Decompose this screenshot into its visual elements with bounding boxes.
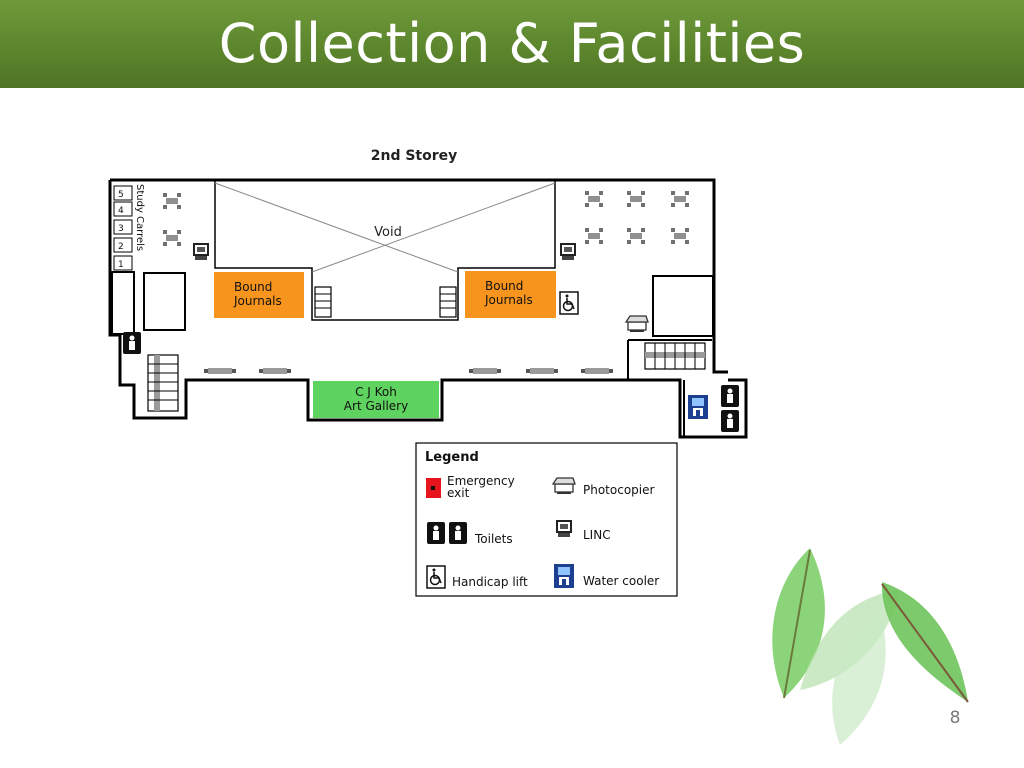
- study-carrels: 5 4 3 2 1 Study Carrels: [113, 184, 145, 271]
- legend-water-cooler-icon: [554, 564, 574, 588]
- legend-toilets: Toilets: [474, 532, 513, 546]
- legend-linc: LINC: [583, 528, 611, 542]
- legend-linc-icon: [556, 520, 572, 538]
- toilet-icon: [721, 410, 739, 432]
- slide-title: Collection & Facilities: [218, 12, 806, 75]
- svg-text:Journals: Journals: [484, 293, 533, 307]
- carrel-number: 3: [118, 224, 124, 234]
- art-gallery: C J Koh Art Gallery: [313, 381, 439, 418]
- legend-toilet-icon: [449, 522, 467, 544]
- water-cooler-icon: [688, 395, 708, 419]
- legend-title: Legend: [425, 450, 479, 465]
- desk-icon: [585, 228, 603, 244]
- legend-emergency-2: exit: [447, 486, 470, 500]
- desk-icon: [627, 228, 645, 244]
- svg-text:Journals: Journals: [233, 294, 282, 308]
- slide-number: 8: [949, 708, 961, 728]
- legend-toilet-icon: [427, 522, 445, 544]
- toilet-icon: [123, 332, 141, 354]
- void-area: Void: [214, 180, 556, 321]
- void-label: Void: [374, 225, 402, 240]
- linc-computer-icon: [560, 243, 576, 261]
- desk-icon: [627, 191, 645, 207]
- bench-icon: [259, 368, 291, 374]
- desk-icon: [585, 191, 603, 207]
- floor-title: 2nd Storey: [371, 148, 458, 164]
- linc-computer-icon: [193, 243, 209, 261]
- carrel-number: 5: [118, 190, 124, 200]
- handicap-lift-icon: [559, 291, 579, 315]
- carrel-number: 2: [118, 242, 124, 252]
- legend-handicap-lift: Handicap lift: [452, 575, 528, 589]
- escalator-left: [314, 286, 332, 318]
- toilet-icon: [721, 385, 739, 407]
- legend-photocopier: Photocopier: [583, 483, 655, 497]
- legend-emergency: Emergency: [447, 474, 515, 488]
- svg-text:C J Koh: C J Koh: [355, 385, 397, 399]
- staircase-left: [147, 354, 179, 412]
- bound-journals-left: Bound Journals: [214, 272, 304, 318]
- svg-text:Bound: Bound: [485, 279, 523, 293]
- bench-icon: [204, 368, 236, 374]
- legend-handicap-icon: [426, 565, 446, 589]
- bench-icon: [581, 368, 613, 374]
- bound-journals-right: Bound Journals: [465, 271, 556, 318]
- carrel-number: 1: [118, 260, 124, 270]
- legend-water-cooler: Water cooler: [583, 574, 659, 588]
- svg-text:Art Gallery: Art Gallery: [344, 399, 408, 413]
- desk-icon: [671, 228, 689, 244]
- leaves-decoration-icon: [772, 548, 969, 745]
- bench-icon: [469, 368, 501, 374]
- desk-icon: [163, 230, 181, 246]
- legend: Legend Emergency exit Photocopier Toilet…: [415, 442, 678, 597]
- title-bar: Collection & Facilities: [0, 0, 1024, 88]
- escalator-right: [439, 286, 457, 318]
- svg-text:Bound: Bound: [234, 280, 272, 294]
- bench-icon: [526, 368, 558, 374]
- desk-icon: [671, 191, 689, 207]
- carrel-number: 4: [118, 206, 124, 216]
- staircase-right: [644, 342, 706, 370]
- desk-icon: [163, 193, 181, 209]
- legend-photocopier-icon: [552, 477, 576, 495]
- study-carrels-label: Study Carrels: [134, 184, 145, 251]
- photocopier-icon: [625, 315, 649, 333]
